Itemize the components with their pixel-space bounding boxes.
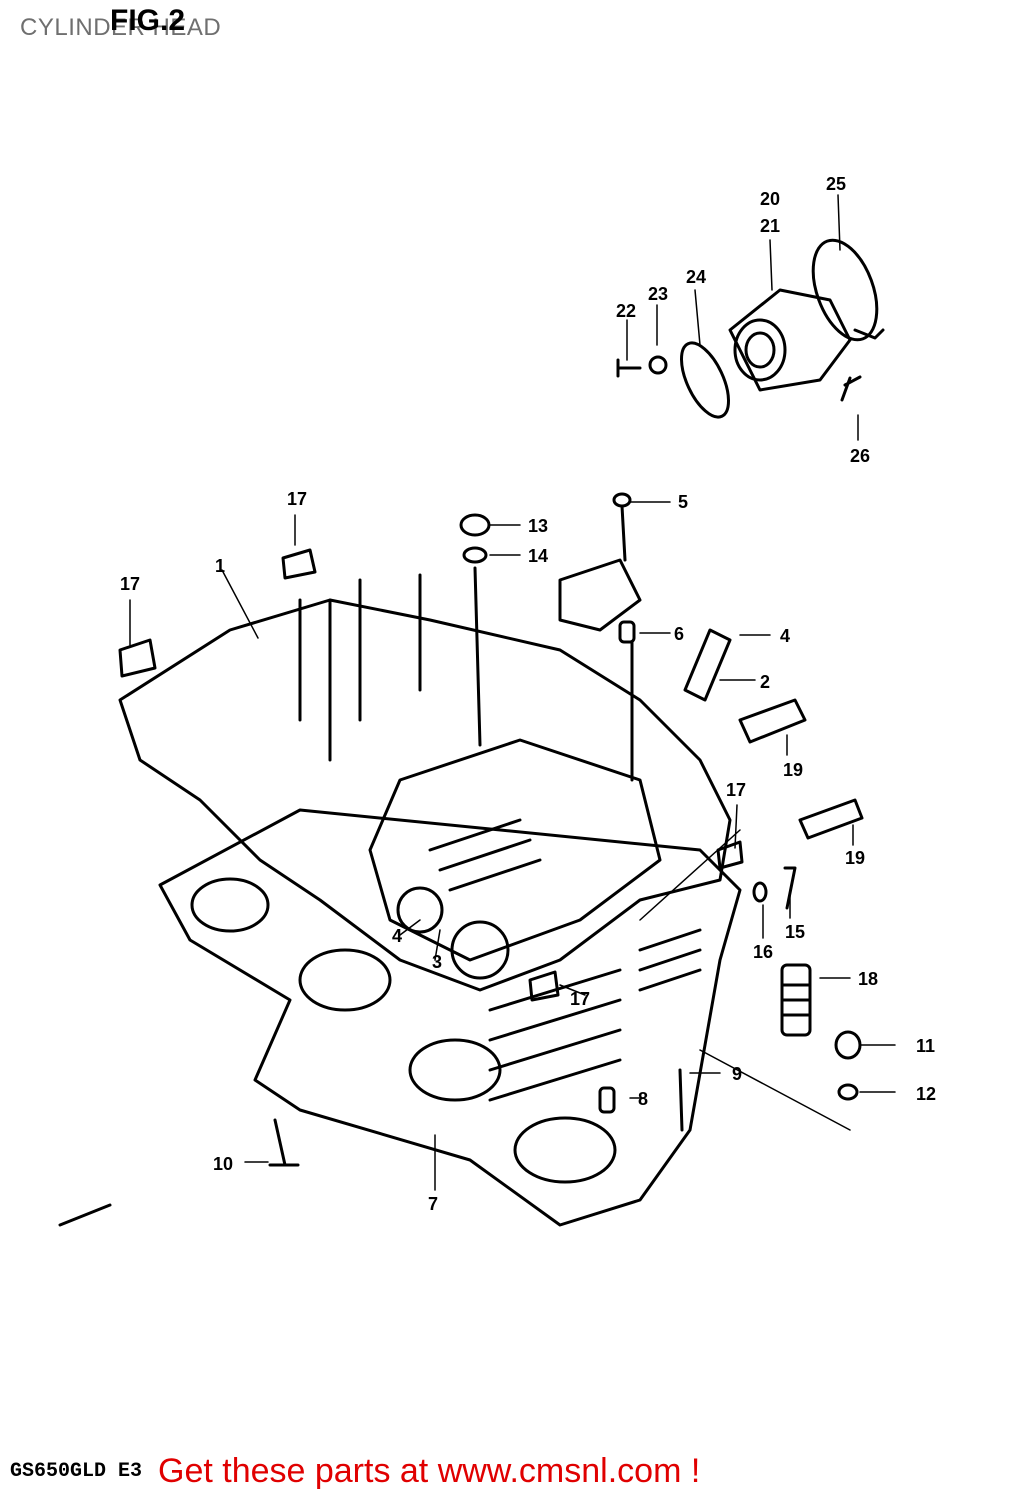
fastener-parts	[58, 492, 864, 1227]
callout-9: 9	[732, 1064, 742, 1084]
leader-lines	[129, 194, 896, 1191]
callout-17-bottom: 17	[570, 989, 590, 1009]
callout-1: 1	[215, 556, 225, 576]
callout-19-lower: 19	[845, 848, 865, 868]
intake-pipe-assembly	[616, 238, 885, 419]
callout-10: 10	[213, 1154, 233, 1174]
callout-4-upper: 4	[780, 626, 790, 646]
callout-24: 24	[686, 267, 706, 287]
callout-20: 20	[760, 189, 780, 209]
page-title: CYLINDER HEAD	[20, 14, 222, 41]
callout-23: 23	[648, 284, 668, 304]
model-code: GS650GLD E3	[10, 1460, 143, 1483]
callout-8: 8	[638, 1089, 648, 1109]
callout-25: 25	[826, 174, 846, 194]
callout-7: 7	[428, 1194, 438, 1214]
callout-5: 5	[678, 492, 688, 512]
callout-26: 26	[850, 446, 870, 466]
figure-label: FIG.2	[110, 4, 186, 37]
callout-labels: 1 2 3 4 4 5 6 7 8 9 10 11 12 13 14 15 16…	[120, 174, 936, 1214]
callout-2: 2	[760, 672, 770, 692]
callout-14: 14	[528, 546, 548, 566]
cmsnl-parts-link[interactable]: Get these parts at www.cmsnl.com !	[158, 1452, 701, 1490]
callout-4-lower: 4	[392, 926, 402, 946]
callout-3: 3	[432, 952, 442, 972]
callout-18: 18	[858, 969, 878, 989]
cylinder-head-body	[118, 558, 742, 1227]
callout-22: 22	[616, 301, 636, 321]
callout-11: 11	[916, 1036, 935, 1056]
callout-21: 21	[760, 216, 780, 236]
callout-12: 12	[916, 1084, 936, 1104]
callout-15: 15	[785, 922, 805, 942]
callout-13: 13	[528, 516, 548, 536]
cylinder-head-exploded-diagram: 1 2 3 4 4 5 6 7 8 9 10 11 12 13 14 15 16…	[58, 174, 936, 1227]
callout-16: 16	[753, 942, 773, 962]
callout-17-top: 17	[287, 489, 307, 509]
callout-19-upper: 19	[783, 760, 803, 780]
callout-6: 6	[674, 624, 684, 644]
callout-17-left: 17	[120, 574, 140, 594]
callout-17-right: 17	[726, 780, 746, 800]
